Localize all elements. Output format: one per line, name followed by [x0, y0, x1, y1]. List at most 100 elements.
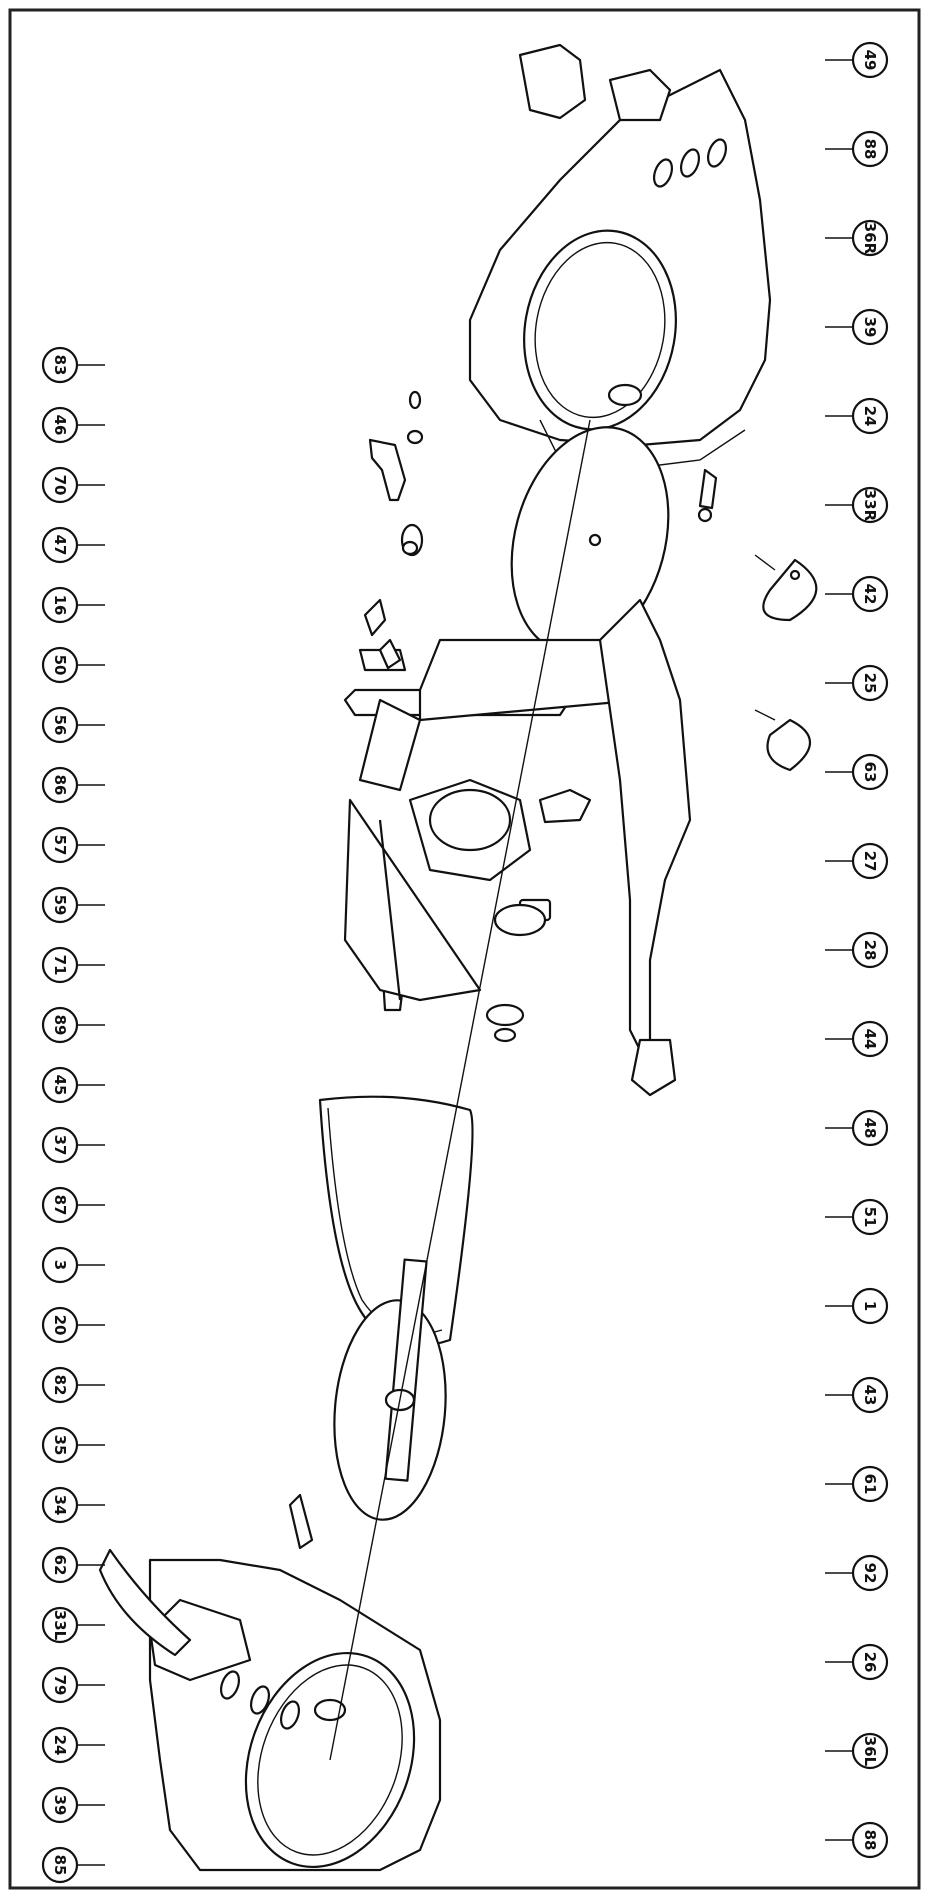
- callout-label: 43: [861, 1385, 879, 1406]
- callout-bottom-row-2: 88: [825, 130, 889, 168]
- callout-label: 83: [51, 355, 69, 376]
- callout-label: 57: [51, 835, 69, 856]
- callout-label: 48: [861, 1118, 879, 1139]
- callout-label: 1: [861, 1301, 879, 1311]
- callout-bottom-row-19: 26: [825, 1643, 889, 1681]
- callout-top-row-15: 87: [41, 1186, 105, 1224]
- callout-bottom-row-5: 24: [825, 397, 889, 435]
- callout-bottom-row-11: 28: [825, 931, 889, 969]
- callout-label: 3: [51, 1260, 69, 1270]
- callout-bottom-row-13: 48: [825, 1109, 889, 1147]
- callout-top-row-12: 89: [41, 1006, 105, 1044]
- callout-top-row-20: 34: [41, 1486, 105, 1524]
- callout-label: 24: [51, 1735, 69, 1756]
- callout-top-row-1: 83: [41, 346, 105, 384]
- callout-bottom-row-7: 42: [825, 575, 889, 613]
- callout-top-row-6: 50: [41, 646, 105, 684]
- callout-label: 33R: [861, 489, 879, 522]
- callout-label: 34: [51, 1495, 69, 1516]
- callout-label: 86: [51, 775, 69, 796]
- callout-label: 28: [861, 940, 879, 961]
- callout-bottom-row-3: 36R: [825, 219, 889, 257]
- parts-layer: [98, 43, 818, 1872]
- callout-label: 49: [861, 50, 879, 71]
- callout-bottom-row-4: 39: [825, 308, 889, 346]
- callout-top-row-26: 85: [41, 1846, 105, 1884]
- callout-label: 63: [861, 762, 879, 783]
- callout-label: 24: [861, 406, 879, 427]
- callout-label: 16: [51, 595, 69, 616]
- callout-label: 59: [51, 895, 69, 916]
- callout-label: 82: [51, 1375, 69, 1396]
- diagram-border: [8, 8, 921, 1890]
- callout-bottom-row-12: 44: [825, 1020, 889, 1058]
- callout-top-row-7: 56: [41, 706, 105, 744]
- callout-top-row-17: 20: [41, 1306, 105, 1344]
- callout-label: 51: [861, 1207, 879, 1228]
- callout-label: 39: [51, 1795, 69, 1816]
- callout-label: 35: [51, 1435, 69, 1456]
- callout-label: 46: [51, 415, 69, 436]
- left-housing-shell: [98, 1548, 442, 1872]
- callout-label: 56: [51, 715, 69, 736]
- right-housing-shell: [468, 43, 772, 471]
- callout-label: 89: [51, 1015, 69, 1036]
- callout-bottom-row-16: 43: [825, 1376, 889, 1414]
- callout-bottom-row-18: 92: [825, 1554, 889, 1592]
- callout-top-row-11: 71: [41, 946, 105, 984]
- flywheel-disc: [510, 426, 718, 654]
- callout-label: 42: [861, 584, 879, 605]
- callout-bottom-row-20: 36L: [825, 1732, 889, 1770]
- callout-bottom-row-21: 88: [825, 1821, 889, 1859]
- callout-top-row-23: 79: [41, 1666, 105, 1704]
- callout-top-row-5: 16: [41, 586, 105, 624]
- callout-row-top: 83 46 70 47 16 50 56 86 57 59 71 89 45 37 87 3 20 82 35 34 6…: [41, 346, 105, 1884]
- callout-bottom-row-9: 63: [825, 753, 889, 791]
- callout-label: 25: [861, 673, 879, 694]
- callout-top-row-19: 35: [41, 1426, 105, 1464]
- callout-label: 85: [51, 1855, 69, 1876]
- callout-label: 61: [861, 1474, 879, 1495]
- callout-top-row-8: 86: [41, 766, 105, 804]
- callout-label: 70: [51, 475, 69, 496]
- power-cords: [754, 554, 818, 772]
- callout-label: 20: [51, 1315, 69, 1336]
- callout-label: 36R: [861, 222, 879, 255]
- axle-centerline: [329, 419, 591, 1761]
- drive-belt: [318, 1095, 474, 1347]
- callout-bottom-row-8: 25: [825, 664, 889, 702]
- callout-bottom-row-1: 49: [825, 41, 889, 79]
- callout-label: 71: [51, 955, 69, 976]
- central-frame: [343, 598, 692, 1097]
- callout-label: 92: [861, 1563, 879, 1584]
- callout-top-row-3: 70: [41, 466, 105, 504]
- callout-bottom-row-10: 27: [825, 842, 889, 880]
- callout-label: 62: [51, 1555, 69, 1576]
- callout-label: 26: [861, 1652, 879, 1673]
- callout-top-row-13: 45: [41, 1066, 105, 1104]
- callout-label: 87: [51, 1195, 69, 1216]
- callout-top-row-2: 46: [41, 406, 105, 444]
- callout-bottom-row-17: 61: [825, 1465, 889, 1503]
- callout-label: 36L: [861, 1736, 879, 1767]
- callout-label: 44: [861, 1029, 879, 1050]
- callout-top-row-9: 57: [41, 826, 105, 864]
- callout-label: 88: [861, 139, 879, 160]
- callout-top-row-24: 24: [41, 1726, 105, 1764]
- callout-top-row-14: 37: [41, 1126, 105, 1164]
- callout-label: 39: [861, 317, 879, 338]
- callout-label: 37: [51, 1135, 69, 1156]
- callout-label: 33L: [51, 1610, 69, 1641]
- callout-bottom-row-15: 1: [825, 1287, 889, 1325]
- callout-label: 50: [51, 655, 69, 676]
- callout-label: 45: [51, 1075, 69, 1096]
- callout-row-bottom: 49 88 36R 39 24 33R 42 25 63 27 28 44 48 51 1 43 61 92 26 3…: [825, 41, 889, 1859]
- callout-label: 47: [51, 535, 69, 556]
- callout-bottom-row-14: 51: [825, 1198, 889, 1236]
- callout-top-row-18: 82: [41, 1366, 105, 1404]
- callout-top-row-25: 39: [41, 1786, 105, 1824]
- callout-label: 88: [861, 1830, 879, 1851]
- callout-top-row-10: 59: [41, 886, 105, 924]
- callout-label: 79: [51, 1675, 69, 1696]
